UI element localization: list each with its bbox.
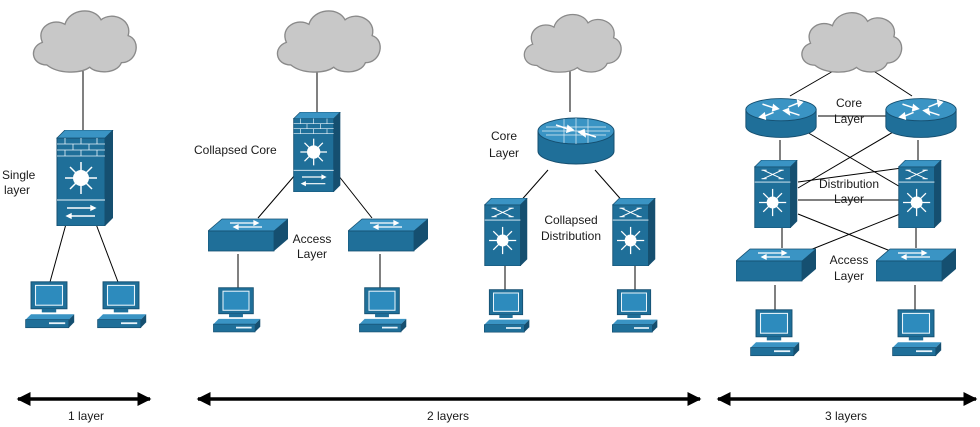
access-layer-label: Layer [297, 247, 327, 261]
core-layer-label: Core [491, 129, 517, 143]
workstation-icon [212, 287, 261, 333]
workgroup-switch-icon [876, 248, 956, 282]
layer3-switch-icon [484, 198, 528, 266]
workgroup-switch-icon [208, 218, 288, 252]
cloud-icon [276, 10, 381, 73]
single-layer-label: layer [4, 183, 30, 197]
collapsed-core-label: Collapsed Core [194, 143, 277, 157]
cloud-icon [523, 13, 622, 73]
access-layer-label: Access [293, 232, 332, 246]
workstation-icon [358, 287, 407, 333]
cloud-icon [32, 10, 137, 73]
core-layer-label: Layer [489, 146, 519, 160]
workstation-icon [483, 289, 530, 333]
workstation-icon [749, 309, 800, 357]
distribution-layer-label: Layer [834, 192, 864, 206]
workgroup-switch-icon [348, 218, 428, 252]
collapsed-distribution-label: Distribution [541, 229, 601, 243]
multilayer-switch-firewall-icon [292, 112, 342, 192]
access-layer-label: Layer [834, 269, 864, 283]
access-layer-label: Access [830, 253, 869, 267]
single-layer-label: Single [2, 168, 36, 182]
cloud-icon [801, 11, 903, 73]
router-icon [537, 117, 615, 165]
workstation-icon [97, 281, 147, 329]
multilayer-switch-firewall-icon [56, 130, 114, 226]
workstation-icon [25, 281, 75, 329]
router-icon [885, 97, 957, 139]
layer3-switch-icon [898, 160, 942, 228]
distribution-layer-label: Distribution [819, 177, 879, 191]
router-icon [745, 97, 817, 139]
core-layer-label: Core [836, 96, 862, 110]
core-layer-label: Layer [834, 112, 864, 126]
one-layer-label: 1 layer [68, 409, 104, 423]
workstation-icon [611, 289, 658, 333]
layer3-switch-icon [612, 198, 656, 266]
collapsed-distribution-label: Collapsed [544, 213, 597, 227]
layer3-switch-icon [754, 160, 798, 228]
two-layers-label: 2 layers [427, 409, 469, 423]
workstation-icon [891, 309, 942, 357]
workgroup-switch-icon [736, 248, 816, 282]
three-layers-label: 3 layers [825, 409, 867, 423]
connection-lines [49, 66, 919, 310]
